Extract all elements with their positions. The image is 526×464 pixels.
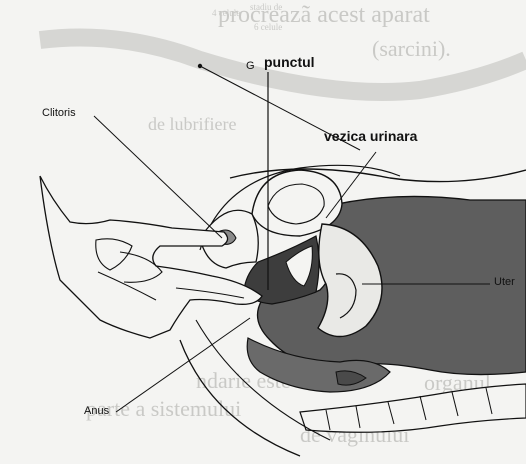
top-pointer-dot [198,64,202,68]
anus-label: Anus [84,405,109,417]
clitoris-label: Clitoris [42,107,76,119]
bladder-label: vezica urinara [324,128,417,144]
g-spot-label: punctul [264,54,315,70]
uterus-label: Uter [494,276,515,288]
g-spot-prefix: G [246,60,255,72]
